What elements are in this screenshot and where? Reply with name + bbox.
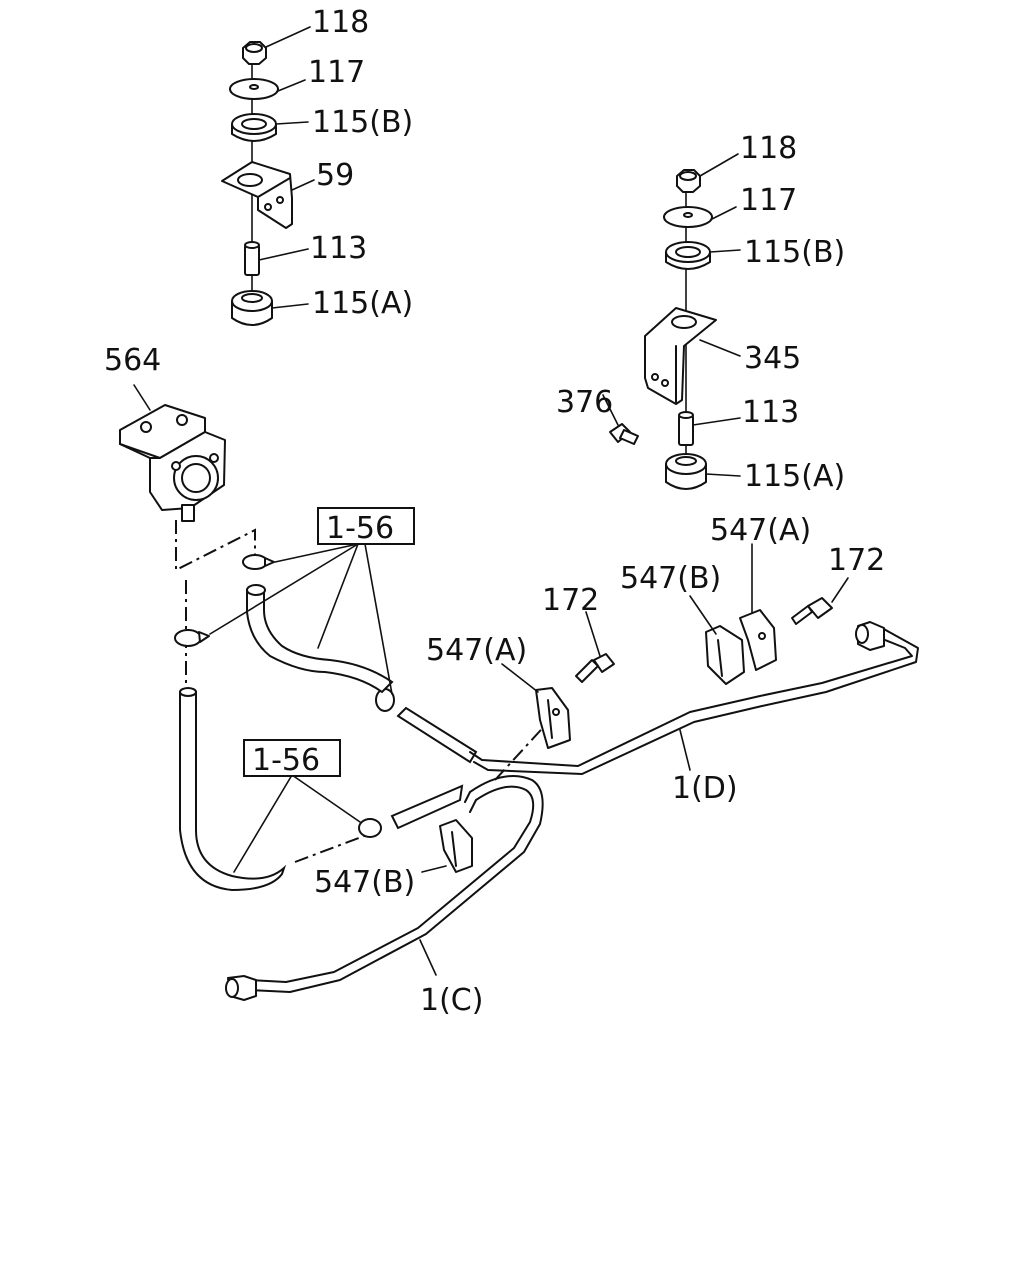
label-bushing-115a-right: 115(A)	[744, 459, 845, 494]
label-bushing-115b-left: 115(B)	[312, 105, 413, 140]
clamp-upper[interactable]	[242, 554, 275, 570]
label-washer-117-left: 117	[308, 55, 365, 90]
pipe-1d-fitting	[855, 621, 885, 651]
label-clip-547b-right: 547(B)	[620, 561, 721, 596]
ref-box-lower[interactable]	[243, 739, 341, 777]
label-collar-113-left: 113	[310, 231, 367, 266]
left-collar-113[interactable]	[244, 241, 260, 276]
label-bushing-115b-right: 115(B)	[744, 235, 845, 270]
label-pipe-1d: 1(D)	[672, 771, 738, 806]
label-bushing-115a-left: 115(A)	[312, 286, 413, 321]
reservoir-564[interactable]	[119, 384, 226, 522]
clamp-left[interactable]	[174, 629, 210, 647]
label-nut-118-right: 118	[740, 131, 797, 166]
lower-hose[interactable]	[390, 784, 464, 830]
left-bushing-115a[interactable]	[231, 290, 273, 326]
left-mount-stack	[221, 26, 315, 326]
bolt-376[interactable]	[609, 423, 639, 445]
label-clip-547b-lower: 547(B)	[314, 865, 415, 900]
label-nut-118-left: 118	[312, 5, 369, 40]
label-washer-117-right: 117	[740, 183, 797, 218]
label-bracket-345: 345	[744, 341, 801, 376]
clip-547a-mid[interactable]	[535, 687, 571, 749]
leader-lines	[209, 543, 849, 873]
right-bushing-115a[interactable]	[665, 453, 707, 490]
assembly-lines	[175, 520, 551, 863]
label-reservoir-564: 564	[104, 343, 161, 378]
bolt-172-right[interactable]	[791, 597, 833, 625]
label-pipe-1c: 1(C)	[420, 983, 483, 1018]
label-ref-box-upper: 1-56	[326, 511, 394, 546]
short-hose[interactable]	[396, 706, 478, 764]
left-bushing-115b[interactable]	[231, 113, 277, 142]
label-bolt-172-right: 172	[828, 543, 885, 578]
clip-547a-right[interactable]	[739, 609, 777, 671]
right-collar-113[interactable]	[678, 411, 694, 446]
pipe-1c-fitting	[225, 975, 257, 1001]
pipe-1c[interactable]	[225, 775, 544, 1001]
right-bracket-345[interactable]	[644, 307, 717, 405]
label-bolt-376: 376	[556, 385, 613, 420]
label-bracket-59: 59	[316, 158, 354, 193]
right-mount-stack	[602, 153, 741, 490]
clip-547b-right[interactable]	[705, 625, 745, 685]
clip-547b-lower[interactable]	[439, 819, 473, 873]
label-ref-box-lower: 1-56	[252, 743, 320, 778]
label-collar-113-right: 113	[742, 395, 799, 430]
left-hose[interactable]	[179, 691, 287, 892]
right-nut-118[interactable]	[676, 169, 701, 193]
right-bushing-115b[interactable]	[665, 241, 711, 270]
upper-hose[interactable]	[246, 589, 394, 694]
pipe-1d[interactable]	[469, 621, 919, 775]
bolt-172-mid[interactable]	[575, 653, 615, 683]
hose-clamps	[174, 554, 395, 838]
left-nut-118[interactable]	[242, 41, 267, 65]
left-bracket-59[interactable]	[221, 161, 293, 229]
right-washer-117[interactable]	[663, 206, 713, 228]
clamp-lower[interactable]	[358, 818, 382, 838]
hoses	[179, 584, 478, 892]
left-washer-117[interactable]	[229, 78, 279, 100]
ref-box-upper[interactable]	[317, 507, 415, 545]
label-bolt-172-mid: 172	[542, 583, 599, 618]
label-clip-547a-right: 547(A)	[710, 513, 811, 548]
label-clip-547a-mid: 547(A)	[426, 633, 527, 668]
